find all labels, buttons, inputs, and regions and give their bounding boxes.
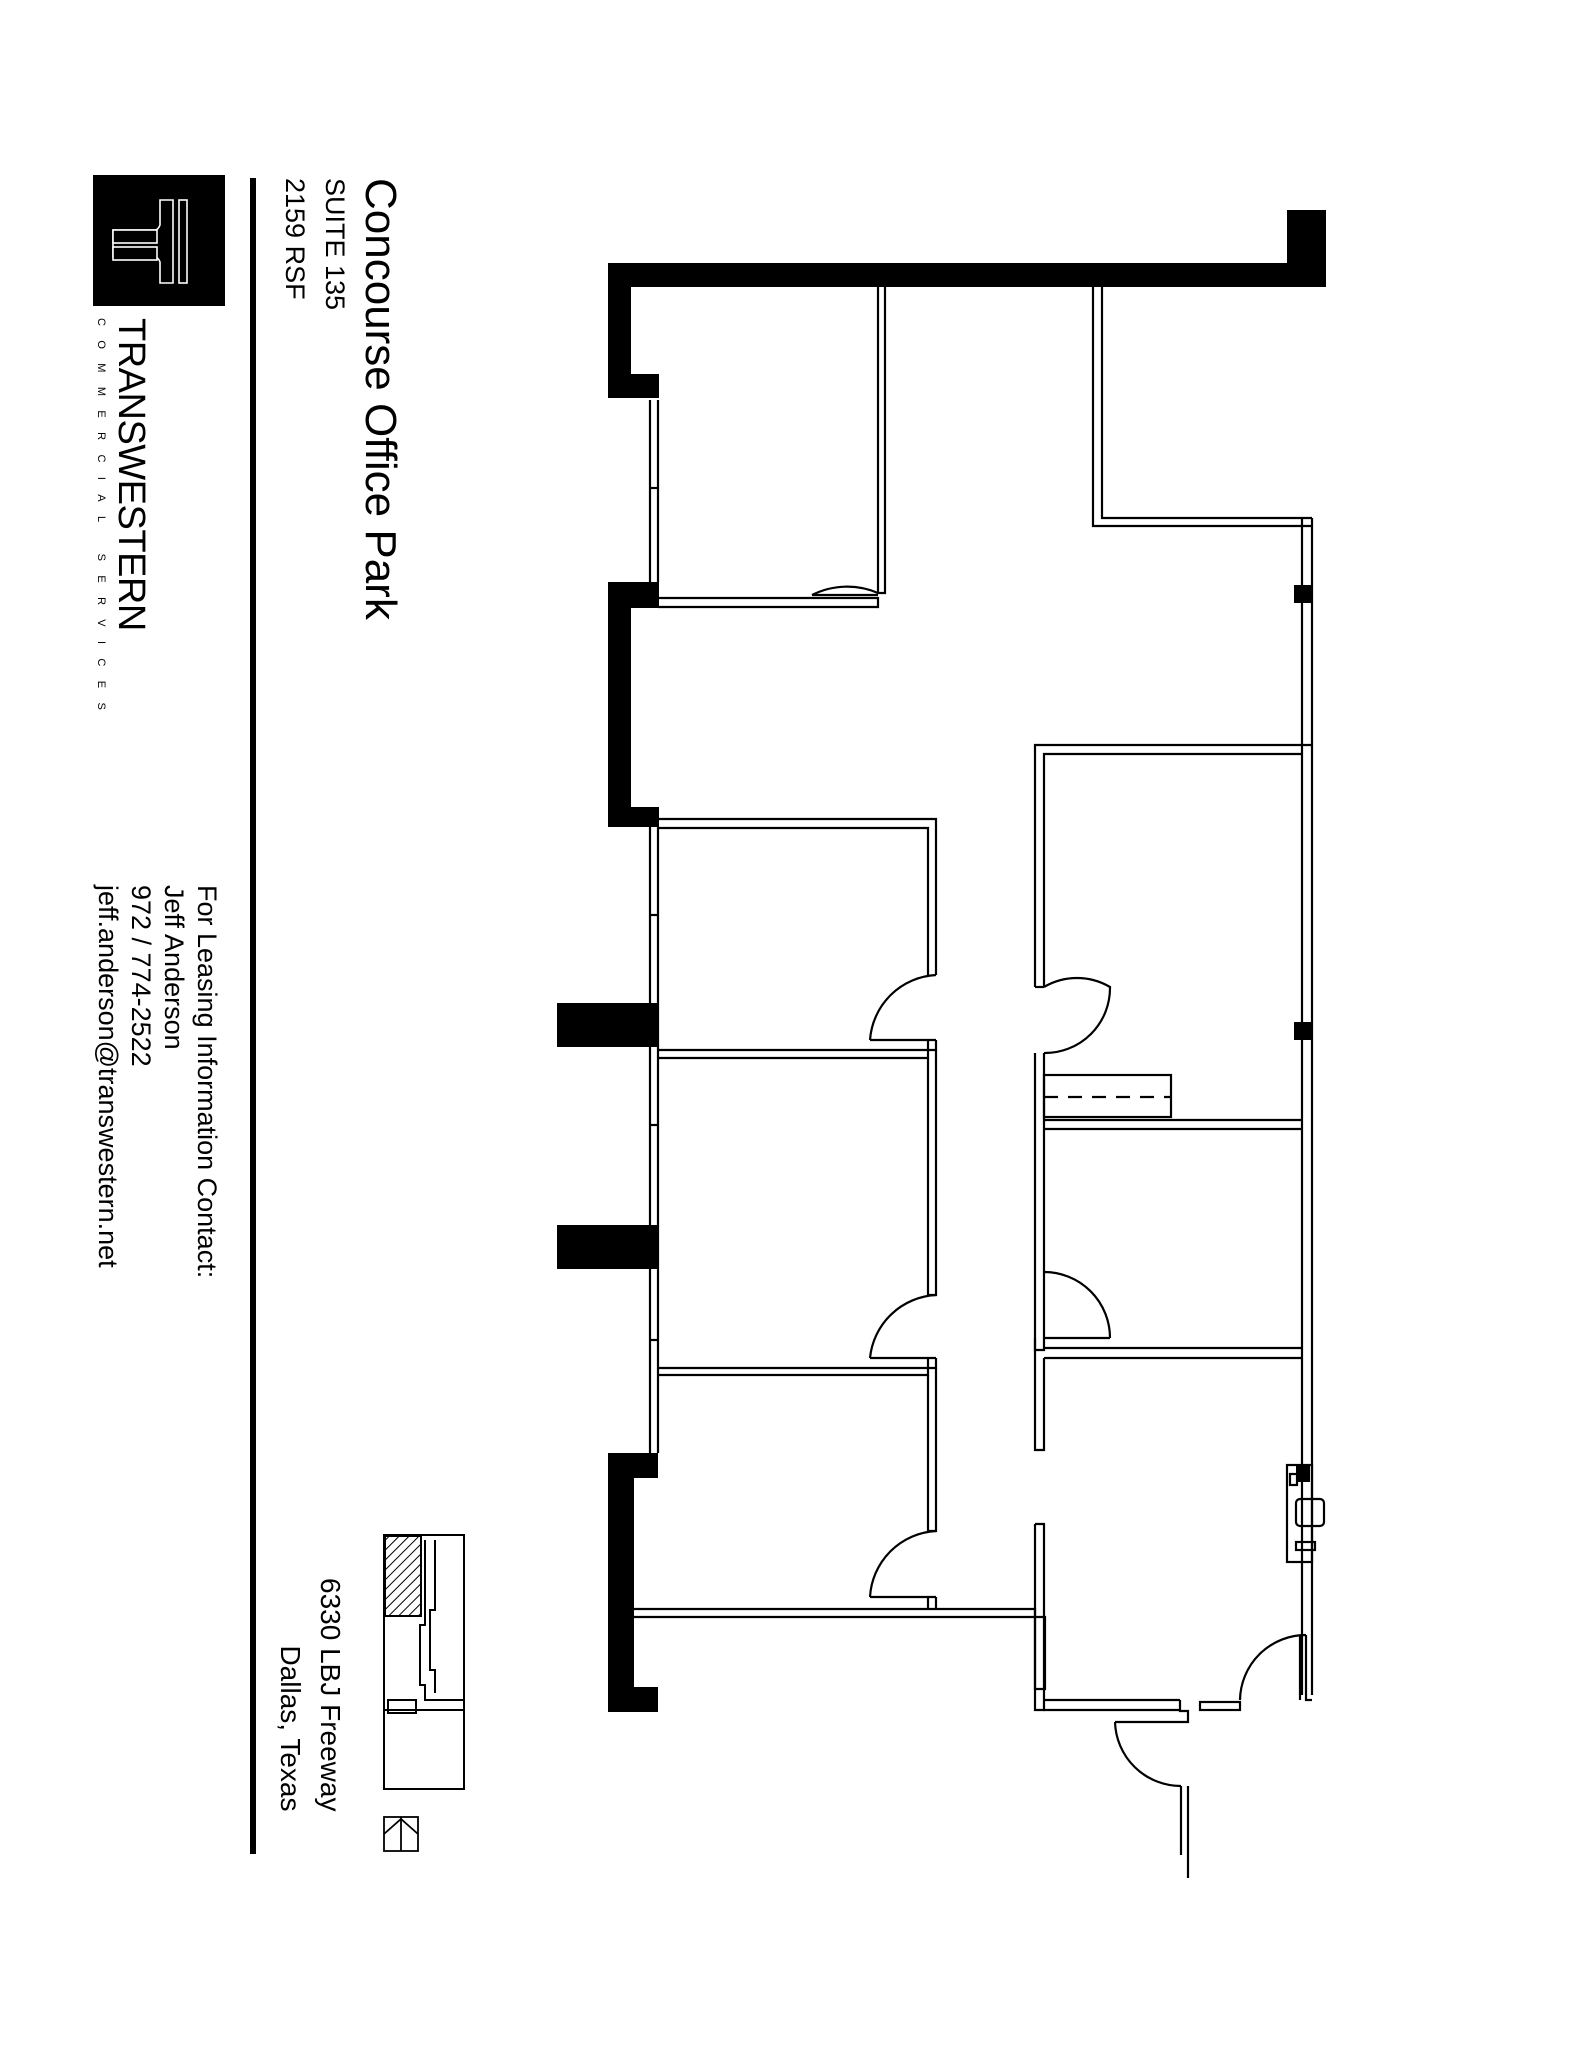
north-arrow-icon: [383, 1816, 419, 1852]
vertical-divider: [250, 178, 256, 1854]
building-key-plan-icon: [383, 1534, 465, 1790]
interior-partitions: [634, 287, 1326, 1878]
exterior-walls: [557, 210, 1326, 1712]
transwestern-t-logo-icon: [93, 175, 225, 306]
